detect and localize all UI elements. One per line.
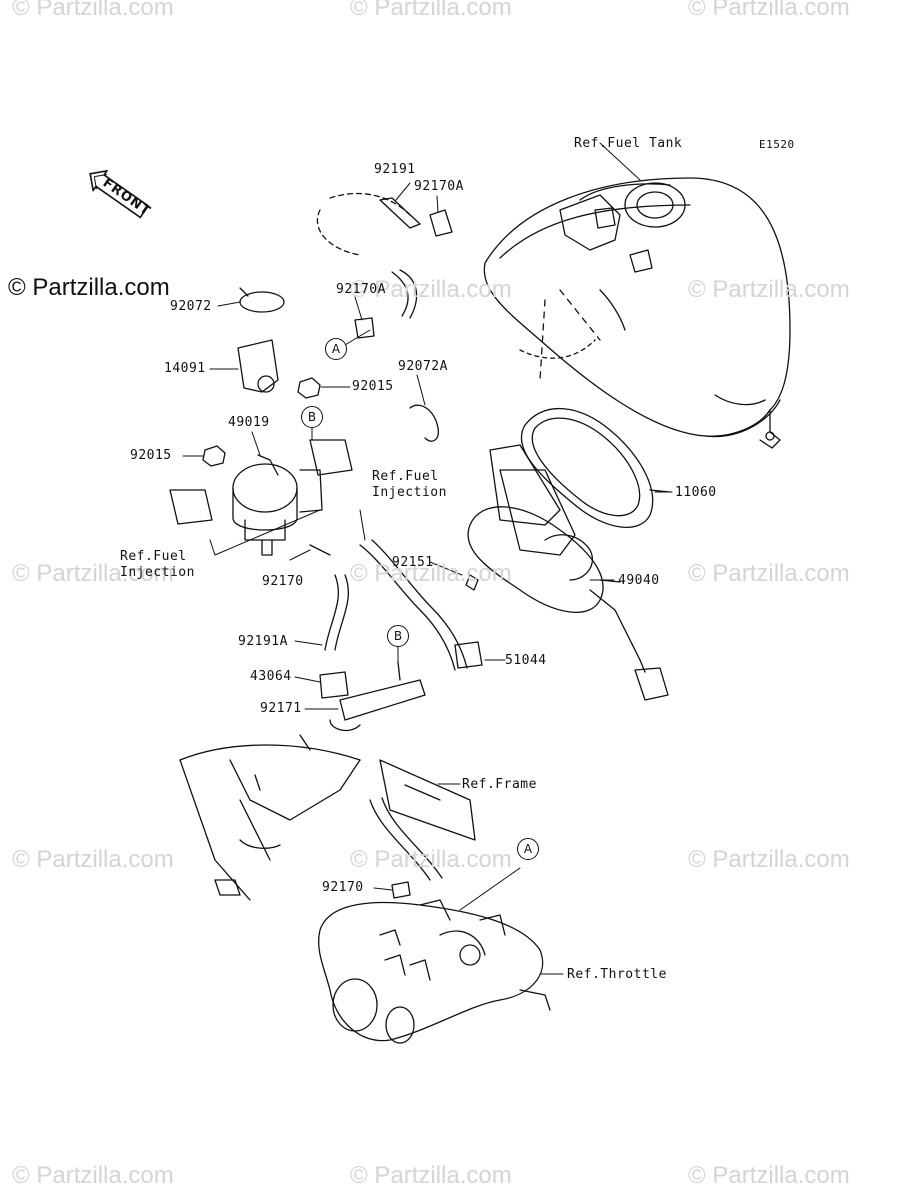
label-49040: 49040 [618,573,660,588]
watermark: © Partzilla.com [350,0,512,21]
bracket-92171-illustration [329,661,426,732]
label-49019: 49019 [228,415,270,430]
callout-b-top: B [301,406,323,428]
label-92170A-mid: 92170A [336,282,386,297]
label-92151: 92151 [392,555,434,570]
label-92170: 92170 [262,574,304,589]
label-92072A: 92072A [398,359,448,374]
hose-92151-illustration [359,539,483,671]
watermark: © Partzilla.com [350,276,512,303]
watermark: © Partzilla.com [688,846,850,873]
label-51044: 51044 [505,653,547,668]
label-ref-fuel-injection-left: Ref.Fuel Injection [120,549,195,580]
leader-lines [182,142,673,975]
gasket-11060-illustration [520,407,671,528]
label-92072: 92072 [170,299,212,314]
watermark: © Partzilla.com [350,560,512,587]
nut-92015-illustration [202,377,321,467]
label-ref-throttle: Ref.Throttle [567,967,667,982]
canister-49019-illustration [232,454,331,556]
label-11060: 11060 [675,485,717,500]
hose-92191A-illustration [319,574,349,699]
label-92170-bottom: 92170 [322,880,364,895]
callout-a-mid: A [325,338,347,360]
hose-92191-illustration [316,192,453,339]
watermark: © Partzilla.com [12,1162,174,1189]
watermark: © Partzilla.com [688,560,850,587]
front-direction-arrow: FRONT [81,162,153,223]
label-92015-left: 92015 [130,448,172,463]
brand-copyright: © Partzilla.com [8,274,170,301]
label-14091: 14091 [164,361,206,376]
clamp-92072A-illustration [409,404,439,442]
watermark: © Partzilla.com [350,1162,512,1189]
label-ref-fuel-injection-right: Ref.Fuel Injection [372,469,447,500]
hose-lower-illustration [369,797,443,881]
watermark: © Partzilla.com [688,276,850,303]
callout-a-bottom: A [517,838,539,860]
watermark: © Partzilla.com [12,846,174,873]
watermark: © Partzilla.com [350,846,512,873]
label-92191: 92191 [374,162,416,177]
label-92191A: 92191A [238,634,288,649]
label-92170A-top: 92170A [414,179,464,194]
label-ref-fuel-tank: Ref.Fuel Tank [574,136,683,151]
throttle-body-illustration [318,881,551,1044]
label-ref-frame: Ref.Frame [462,777,537,792]
label-43064: 43064 [250,669,292,684]
cover-14091-illustration [237,339,279,393]
fuel-pump-49040-illustration [467,444,669,701]
fuel-tank-illustration [483,177,791,449]
watermark: © Partzilla.com [12,0,174,21]
clamp-92072-illustration [239,287,285,313]
front-arrow-icon [89,169,150,219]
label-92015-right: 92015 [352,379,394,394]
label-92171: 92171 [260,701,302,716]
watermark: © Partzilla.com [688,1162,850,1189]
frame-illustration [179,734,476,901]
watermark: © Partzilla.com [12,560,174,587]
watermark: © Partzilla.com [688,0,850,21]
diagram-code: E1520 [759,138,795,151]
callout-b-bracket: B [387,625,409,647]
sensor-illustration [169,439,353,525]
